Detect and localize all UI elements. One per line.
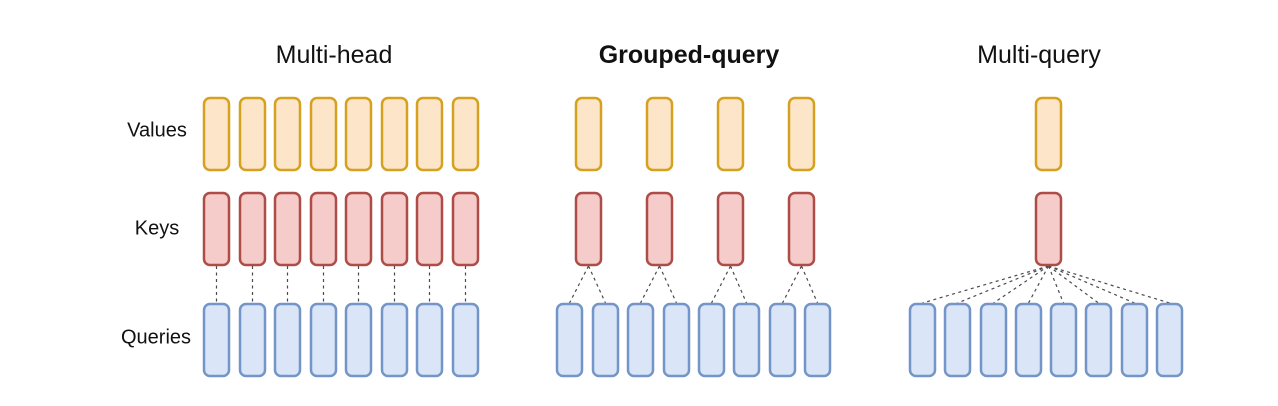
query-box [732, 302, 761, 378]
key-query-connector-line [639, 265, 661, 304]
value-box [273, 96, 302, 172]
value-box [309, 96, 338, 172]
panel-grouped-query [555, 96, 832, 378]
query-box [1084, 302, 1113, 378]
key-query-connector-line [1047, 265, 1065, 304]
value-box [202, 96, 231, 172]
key-box [451, 191, 480, 267]
row-label-queries: Queries [120, 326, 192, 349]
value-box [716, 96, 745, 172]
query-box [1120, 302, 1149, 378]
key-query-connector-line [993, 265, 1049, 304]
key-box [344, 191, 373, 267]
query-box [555, 302, 584, 378]
panel-title-multi-head: Multi-head [275, 41, 393, 69]
key-box [202, 191, 231, 267]
value-box [645, 96, 674, 172]
query-box [768, 302, 797, 378]
row-label-values: Values [127, 119, 187, 142]
value-box [787, 96, 816, 172]
query-box [591, 302, 620, 378]
panel-title-grouped-query: Grouped-query [598, 41, 780, 69]
key-query-connector-line [658, 265, 678, 304]
query-box [662, 302, 691, 378]
key-query-connector-line [587, 265, 607, 304]
key-box [1034, 191, 1063, 267]
panel-multi-query [908, 96, 1184, 378]
value-box [415, 96, 444, 172]
query-box [238, 302, 267, 378]
query-box [309, 302, 338, 378]
query-box [202, 302, 231, 378]
query-box [697, 302, 726, 378]
key-query-connector-line [957, 265, 1049, 304]
key-box [415, 191, 444, 267]
key-query-connector-line [781, 265, 803, 304]
key-query-connector-line [922, 265, 1049, 304]
key-query-connector-line [1048, 265, 1170, 304]
key-query-connector-line [800, 265, 819, 304]
query-box [344, 302, 373, 378]
value-box [380, 96, 409, 172]
query-box [273, 302, 302, 378]
key-box [716, 191, 745, 267]
key-query-connector-line [1027, 265, 1050, 304]
value-box [238, 96, 267, 172]
key-query-connector-line [1048, 265, 1135, 304]
value-box [344, 96, 373, 172]
query-box [979, 302, 1008, 378]
query-box [908, 302, 937, 378]
query-box [1014, 302, 1043, 378]
value-box [451, 96, 480, 172]
query-box [451, 302, 480, 378]
query-box [626, 302, 655, 378]
key-box [273, 191, 302, 267]
query-box [415, 302, 444, 378]
query-box [380, 302, 409, 378]
key-query-connector-line [710, 265, 732, 304]
key-box [309, 191, 338, 267]
panel-title-multi-query: Multi-query [977, 41, 1101, 69]
query-box [1155, 302, 1184, 378]
key-box [645, 191, 674, 267]
value-box [1034, 96, 1063, 172]
panel-multi-head [202, 96, 480, 378]
query-box [1049, 302, 1078, 378]
key-query-connector-line [729, 265, 748, 304]
query-box [943, 302, 972, 378]
key-box [787, 191, 816, 267]
value-box [574, 96, 603, 172]
query-box [803, 302, 832, 378]
key-box [238, 191, 267, 267]
key-box [574, 191, 603, 267]
row-label-keys: Keys [134, 217, 180, 240]
key-query-connector-line [568, 265, 590, 304]
key-box [380, 191, 409, 267]
